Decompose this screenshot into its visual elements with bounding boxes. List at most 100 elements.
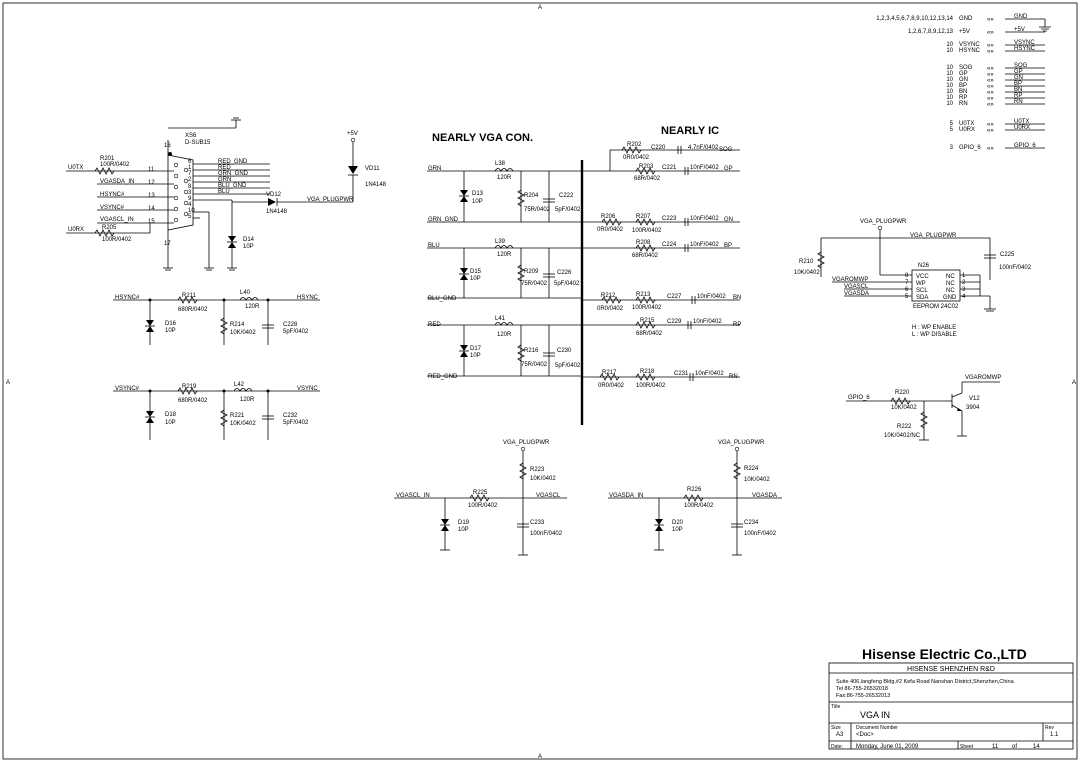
svg-text:L41: L41	[495, 316, 506, 322]
svg-text:10nF/0402: 10nF/0402	[693, 319, 722, 325]
svg-text:VGASCL_IN: VGASCL_IN	[100, 217, 134, 223]
svg-text:100R/0402: 100R/0402	[632, 228, 662, 234]
svg-text:10nF/0402: 10nF/0402	[690, 216, 719, 222]
svg-text:NC: NC	[946, 281, 955, 287]
svg-text:SDA: SDA	[916, 295, 928, 301]
svg-text:D15: D15	[470, 269, 482, 275]
svg-text:3904: 3904	[966, 405, 980, 411]
port-row: 1,2,6,7,8,9,12,13+5V«»+5V	[908, 27, 1045, 36]
svg-text:A3: A3	[836, 732, 844, 738]
svg-text:D14: D14	[243, 237, 255, 243]
svg-text:C226: C226	[557, 270, 572, 276]
svg-text:VSYNC#: VSYNC#	[115, 386, 140, 392]
port-name: GPIO_6	[959, 145, 981, 151]
svg-text:L38: L38	[495, 161, 506, 167]
port-name: RN	[959, 101, 968, 107]
svg-text:L42: L42	[234, 382, 245, 388]
svg-text:R210: R210	[799, 259, 814, 265]
svg-text:R205: R205	[102, 225, 117, 231]
svg-text:17: 17	[164, 241, 171, 247]
svg-text:11: 11	[992, 744, 999, 750]
svg-text:VGASDA: VGASDA	[752, 493, 777, 499]
svg-text:11: 11	[148, 167, 155, 173]
svg-text:100nF/0402: 100nF/0402	[999, 265, 1032, 271]
svg-text:1N4148: 1N4148	[266, 209, 288, 215]
svg-text:R213: R213	[636, 292, 651, 298]
title-block: Hisense Electric Co.,LTD HISENSE SHENZHE…	[828, 646, 1074, 750]
svg-text:HSYNC#: HSYNC#	[115, 295, 140, 301]
svg-text:GN: GN	[724, 217, 733, 223]
port-name: SOG	[959, 65, 973, 71]
svg-text:VD12: VD12	[266, 192, 282, 198]
frame-mark-right: A	[1072, 380, 1076, 386]
port-pins: 3	[950, 145, 954, 151]
frame-mark-top: A	[538, 5, 542, 11]
svg-text:NC: NC	[946, 274, 955, 280]
port-net: +5V	[1014, 27, 1025, 33]
port-arrows-icon: «»	[987, 84, 994, 90]
hsync-filter: HSYNC# R211 680R/0402 L40 120R HSYNC D16…	[113, 290, 320, 345]
port-pins: 10	[946, 71, 953, 77]
svg-text:R202: R202	[627, 142, 642, 148]
svg-text:R222: R222	[897, 424, 912, 430]
svg-text:BN: BN	[733, 295, 741, 301]
svg-text:BLU: BLU	[428, 243, 440, 249]
port-net: BP	[1014, 81, 1022, 87]
svg-text:4: 4	[962, 294, 966, 300]
svg-text:68R/0402: 68R/0402	[632, 253, 659, 259]
svg-text:10P: 10P	[672, 527, 683, 533]
svg-text:VSYNC#: VSYNC#	[100, 205, 125, 211]
port-pins: 5	[950, 127, 954, 133]
svg-text:C228: C228	[283, 322, 298, 328]
svg-text:R214: R214	[230, 322, 245, 328]
svg-text:GRN: GRN	[218, 177, 231, 183]
svg-text:0R0/0402: 0R0/0402	[623, 155, 650, 161]
svg-text:R224: R224	[744, 466, 759, 472]
svg-text:120R: 120R	[497, 332, 512, 338]
frame-mark-bottom: A	[538, 754, 542, 760]
svg-text:R207: R207	[636, 214, 651, 220]
svg-text:100R/0402: 100R/0402	[102, 237, 132, 243]
svg-text:C222: C222	[559, 193, 574, 199]
svg-text:VGASDA_IN: VGASDA_IN	[609, 493, 643, 499]
svg-text:100R/0402: 100R/0402	[100, 162, 130, 168]
svg-text:10P: 10P	[470, 353, 481, 359]
rgb-input-filters: GRN L38 120R D13 10P R204 75R/0402 C222 …	[427, 161, 582, 380]
svg-text:10P: 10P	[472, 199, 483, 205]
svg-text:RED: RED	[428, 322, 441, 328]
svg-text:10P: 10P	[458, 527, 469, 533]
svg-text:16: 16	[164, 143, 171, 149]
svg-text:L : WP DISABLE: L : WP DISABLE	[912, 332, 957, 338]
svg-text:D18: D18	[165, 412, 177, 418]
svg-text:VGAROMWP: VGAROMWP	[832, 277, 868, 283]
svg-text:7: 7	[905, 280, 909, 286]
svg-text:R218: R218	[640, 369, 655, 375]
svg-text:10P: 10P	[470, 276, 481, 282]
port-name: RP	[959, 95, 967, 101]
svg-text:10K/0402: 10K/0402	[744, 477, 770, 483]
svg-text:V12: V12	[969, 396, 980, 402]
svg-text:R216: R216	[524, 348, 539, 354]
wp-transistor-v12: VGAROMWP GPIO_6 R220 10K/0402 V12 3904 R…	[846, 375, 1001, 441]
svg-text:1.1: 1.1	[1050, 732, 1059, 738]
svg-text:2: 2	[962, 280, 966, 286]
svg-text:12: 12	[148, 180, 155, 186]
svg-text:BP: BP	[724, 243, 732, 249]
port-arrows-icon: «»	[987, 78, 994, 84]
svg-text:100R/0402: 100R/0402	[684, 503, 714, 509]
svg-text:VGA IN: VGA IN	[860, 710, 890, 720]
port-pins: 10	[946, 48, 953, 54]
svg-text:10: 10	[188, 208, 195, 214]
svg-text:13: 13	[148, 193, 155, 199]
svg-text:R211: R211	[182, 293, 197, 299]
svg-text:Title: Title	[831, 704, 840, 710]
svg-text:Suite 406,langfeng Bldg,#2 Kef: Suite 406,langfeng Bldg,#2 Kefa Road Nan…	[836, 679, 1015, 685]
port-arrows-icon: «»	[987, 49, 994, 55]
port-name: BN	[959, 89, 967, 95]
svg-text:U0RX: U0RX	[68, 227, 84, 233]
heading-ic: NEARLY IC	[661, 125, 719, 137]
svg-text:0R0/0402: 0R0/0402	[597, 306, 624, 312]
